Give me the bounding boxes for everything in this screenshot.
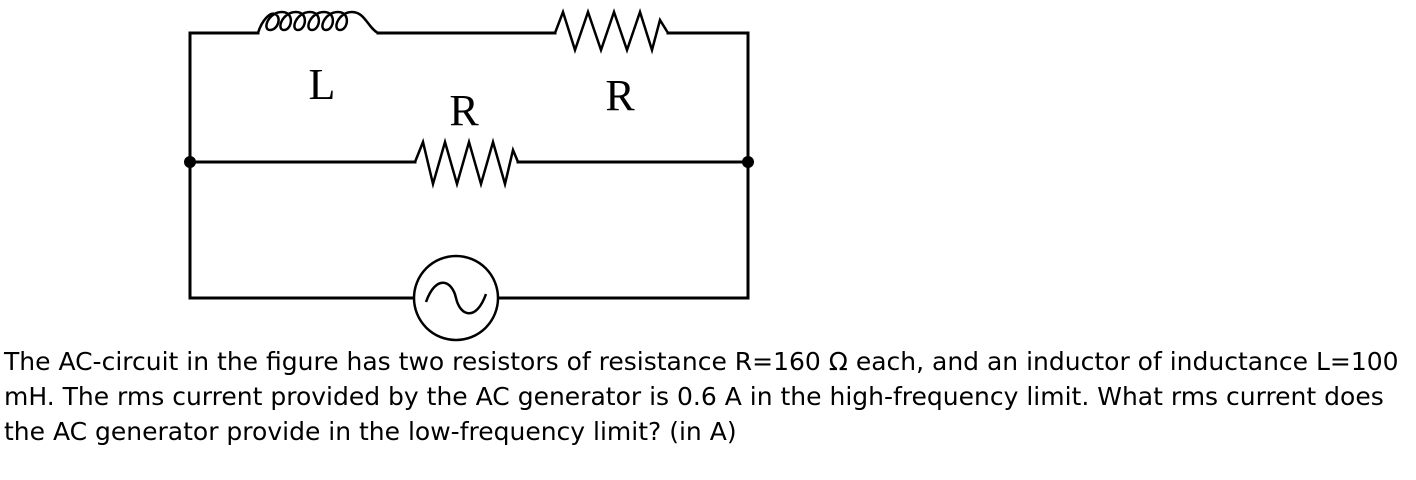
- middle-resistor-icon: [413, 137, 520, 189]
- question-text: The AC-circuit in the figure has two res…: [4, 347, 1399, 446]
- top-resistor-icon: [553, 7, 670, 55]
- top-resistor-label: R: [605, 71, 635, 120]
- circuit-diagram: L R R: [184, 7, 754, 342]
- junction-left: [184, 156, 196, 168]
- inductor-label: L: [309, 60, 336, 109]
- middle-resistor-label: R: [449, 86, 479, 135]
- ac-source-icon: [412, 254, 500, 342]
- inductor-coil-icon: [256, 10, 379, 35]
- junction-right: [742, 156, 754, 168]
